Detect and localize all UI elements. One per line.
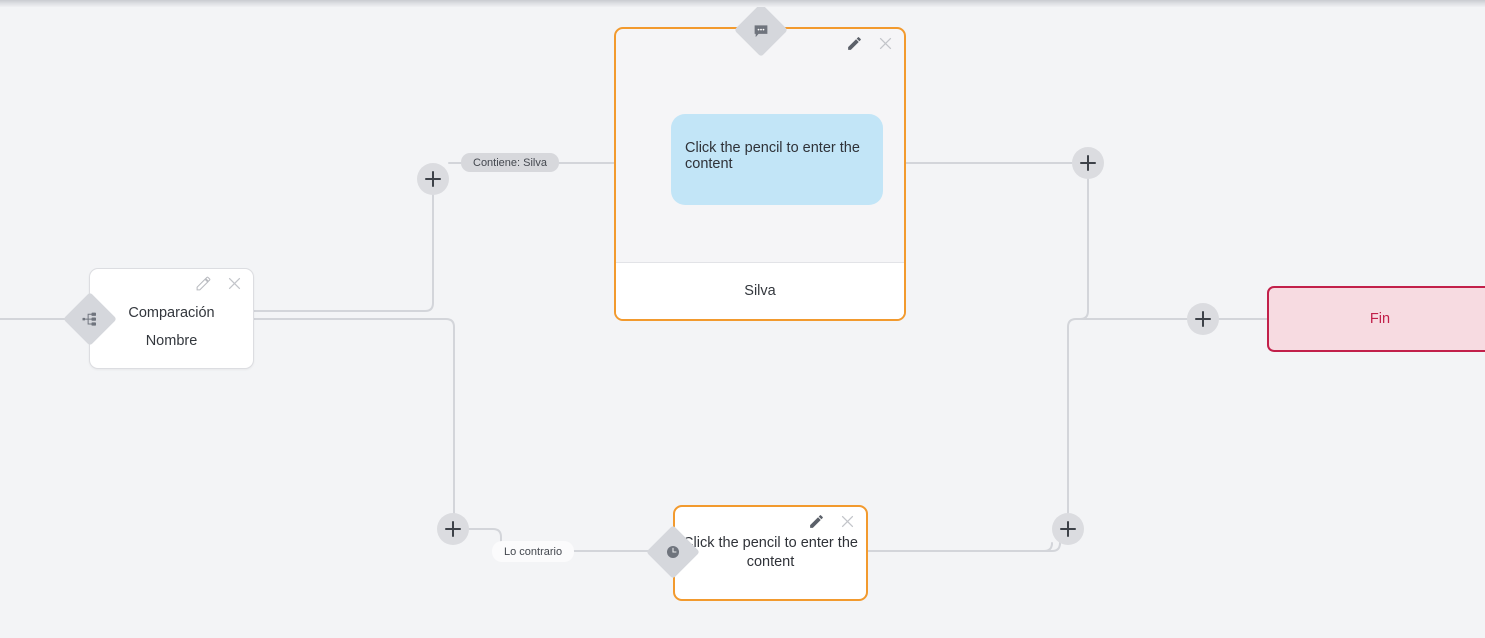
message-bubble[interactable]: Click the pencil to enter the content: [671, 114, 883, 205]
add-node-button-bottom-left[interactable]: [437, 513, 469, 545]
node-comparacion[interactable]: Comparación Nombre: [89, 268, 254, 369]
node-message-silva-tools: [846, 35, 894, 52]
add-node-button-bottom-right[interactable]: [1052, 513, 1084, 545]
edge-compare-to-top: [253, 178, 434, 312]
add-node-button-before-fin[interactable]: [1187, 303, 1219, 335]
window-top-edge: [0, 0, 1485, 7]
node-comparacion-title: Comparación: [128, 305, 215, 321]
handle-comparacion[interactable]: [63, 292, 117, 346]
branch-icon: [81, 310, 99, 328]
chat-bubble-icon: [753, 22, 770, 39]
add-node-button-top-right[interactable]: [1072, 147, 1104, 179]
node-comparacion-subtitle: Nombre: [145, 333, 198, 349]
edge-bottom-branch-out: [867, 542, 1061, 552]
pencil-icon[interactable]: [808, 513, 825, 530]
edge-compare-to-bottom: [253, 318, 455, 530]
close-icon[interactable]: [839, 513, 856, 530]
pencil-icon[interactable]: [195, 275, 212, 292]
node-comparacion-tools: [195, 275, 243, 292]
handle-message-silva[interactable]: [734, 3, 788, 57]
edge-label-lo-contrario-text: Lo contrario: [504, 545, 563, 558]
node-fin[interactable]: Fin: [1267, 286, 1485, 352]
close-icon[interactable]: [877, 35, 894, 52]
node-message-contrario[interactable]: Click the pencil to enter the content: [673, 505, 868, 601]
edge-bottom-branch-out2: [867, 542, 1053, 552]
node-comparacion-body: Comparación Nombre: [90, 299, 253, 355]
clock-icon: [665, 544, 681, 560]
edge-right-top-to-fin: [1079, 178, 1188, 320]
node-message-silva[interactable]: Click the pencil to enter the content Si…: [614, 27, 906, 321]
node-fin-label: Fin: [1369, 311, 1391, 327]
edge-label-contiene-silva-text: Contiene: Silva: [473, 156, 547, 169]
close-icon[interactable]: [226, 275, 243, 292]
edge-label-contiene-silva[interactable]: Contiene: Silva: [461, 153, 559, 172]
edge-label-lo-contrario[interactable]: Lo contrario: [492, 541, 575, 562]
edge-right-bottom: [1067, 318, 1220, 514]
add-node-button-top-left[interactable]: [417, 163, 449, 195]
pencil-icon[interactable]: [846, 35, 863, 52]
message-contrario-text[interactable]: Click the pencil to enter the content: [683, 535, 858, 570]
handle-message-contrario[interactable]: [646, 525, 700, 579]
node-message-contrario-tools: [808, 513, 856, 530]
edge-bottom-branch-in: [468, 528, 656, 552]
message-footer-label: Silva: [744, 283, 776, 299]
message-footer: Silva: [616, 262, 904, 319]
